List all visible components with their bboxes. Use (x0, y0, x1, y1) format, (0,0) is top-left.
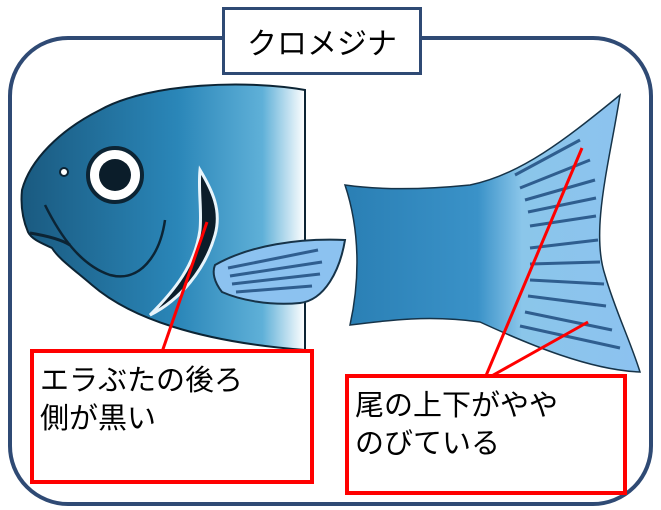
title-label: クロメジナ (222, 7, 422, 75)
tail-pointer-upper (483, 147, 584, 379)
fin-stripe (235, 284, 313, 294)
tail-body (343, 93, 642, 373)
gill-pointer-line (160, 221, 209, 353)
fin-stripe (229, 260, 323, 278)
fin-stripe (231, 272, 321, 286)
tail-stripe (527, 294, 607, 308)
callout-text-line: のびている (355, 426, 501, 460)
gill-cover-callout: エラぶたの後ろ 側が黒い (30, 349, 314, 484)
jaw-line (43, 204, 167, 278)
tail-stripe (524, 310, 613, 332)
callout-text-line: エラぶたの後ろ (40, 363, 244, 397)
nostril (59, 167, 69, 177)
gill-dark-patch (148, 165, 219, 317)
pectoral-fin (212, 238, 347, 305)
tail-stripe (529, 278, 605, 286)
tail-pointer-lower (487, 320, 589, 380)
callout-text-line: 側が黒い (40, 401, 157, 435)
tail-stripe (529, 214, 597, 228)
eye-pupil (99, 159, 131, 191)
tail-stripe (527, 196, 597, 214)
callout-text-line: 尾の上下がやや (355, 388, 559, 422)
fish-tail (343, 93, 642, 373)
tail-stripe (524, 178, 596, 202)
fish-head (20, 83, 347, 352)
fin-stripe (227, 248, 319, 270)
tail-callout: 尾の上下がやや のびている (345, 374, 627, 495)
tail-stripe (519, 324, 621, 350)
tail-stripe (519, 158, 591, 190)
tail-stripe (514, 138, 581, 177)
tail-stripe (529, 260, 601, 266)
